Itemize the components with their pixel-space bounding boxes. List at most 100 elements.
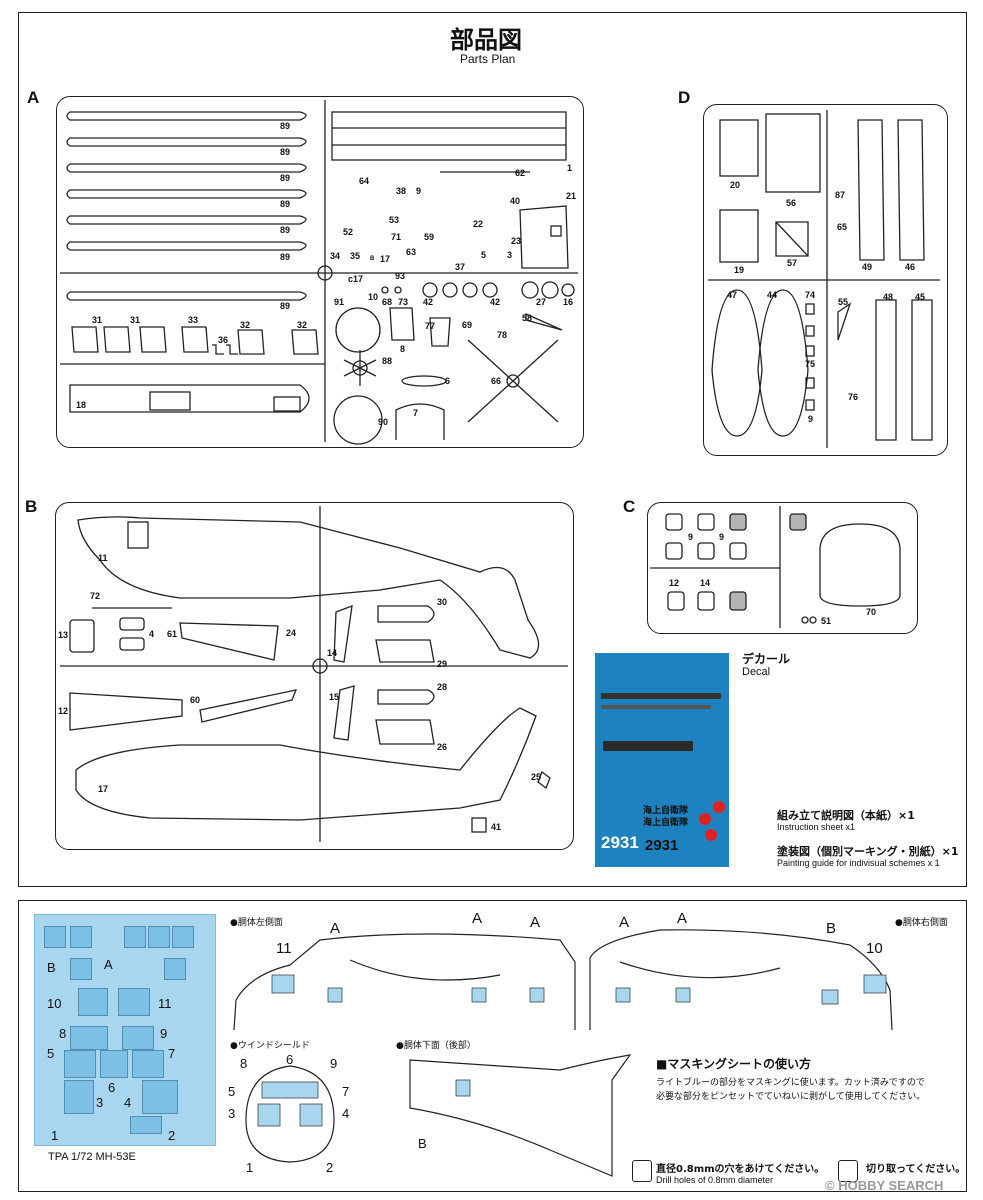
part-label: 89 <box>280 252 291 262</box>
part-label: 60 <box>190 695 201 705</box>
masking-sheet-area <box>34 914 214 1144</box>
part-label: 38 <box>396 186 407 196</box>
windshield-number: 8 <box>240 1056 248 1071</box>
drill-instruction-en: Drill holes of 0.8mm diameter <box>656 1175 774 1185</box>
masking-frame <box>18 900 967 1192</box>
part-label: B <box>370 256 375 262</box>
part-label: 64 <box>359 176 370 186</box>
part-label: 45 <box>915 292 926 302</box>
part-label: 70 <box>866 607 877 617</box>
side-letter: A <box>677 910 688 927</box>
windshield-number: 9 <box>330 1056 338 1071</box>
part-label: 19 <box>734 265 745 275</box>
part-label: 77 <box>425 321 436 331</box>
part-label: 76 <box>848 392 859 402</box>
side-letter: B <box>826 920 837 937</box>
mask-label: A <box>104 957 113 972</box>
part-label: 44 <box>767 290 778 300</box>
part-label: 56 <box>786 198 797 208</box>
part-label: c17 <box>348 274 364 284</box>
mask-label: 11 <box>158 996 172 1011</box>
part-label: 9 <box>719 532 725 542</box>
side-letter: A <box>530 914 541 931</box>
mask-right-side-label: ●胴体右側面 <box>895 918 948 928</box>
part-label: 7 <box>413 408 419 418</box>
side-letter: A <box>472 910 483 927</box>
part-label: 20 <box>730 180 741 190</box>
part-label: 93 <box>395 271 406 281</box>
part-label: 28 <box>437 682 448 692</box>
decal-number: 2931 <box>645 837 679 854</box>
parts-plan-frame <box>18 12 967 887</box>
mask-label: 9 <box>160 1026 168 1041</box>
mask-label: 3 <box>96 1095 104 1110</box>
watermark: © HOBBY SEARCH <box>825 1178 944 1193</box>
content-item-en: Painting guide for indivisual schemes x … <box>777 858 940 868</box>
cut-icon <box>838 1160 858 1182</box>
howto-text: 必要な部分をピンセットでていねいに剥がして使用してください。 <box>656 1092 926 1102</box>
part-label: 24 <box>286 628 297 638</box>
part-label: 17 <box>98 784 109 794</box>
mask-underside-label: ●胴体下面（後部） <box>396 1041 476 1051</box>
side-letter: 11 <box>276 940 292 957</box>
part-label: 23 <box>511 236 522 246</box>
part-label: 47 <box>727 290 738 300</box>
part-label: 3 <box>507 250 513 260</box>
part-label: 89 <box>280 121 291 131</box>
mask-left-side-label: ●胴体左側面 <box>230 918 283 928</box>
part-label: 18 <box>76 400 87 410</box>
part-label: 35 <box>350 251 361 261</box>
part-label: 89 <box>280 147 291 157</box>
part-label: 52 <box>343 227 354 237</box>
page-title: 部品図 <box>450 26 522 54</box>
section-c-label: C <box>623 497 636 516</box>
part-label: 42 <box>423 297 434 307</box>
mask-label: 7 <box>168 1046 176 1061</box>
part-label: 88 <box>382 356 393 366</box>
part-label: 9 <box>808 414 814 424</box>
content-item-jp: 組み立て説明図（本紙）×1 <box>777 809 915 822</box>
decal-title: デカール <box>742 652 791 666</box>
mask-label: 1 <box>51 1128 59 1143</box>
part-label: 31 <box>130 315 141 325</box>
part-label: 57 <box>787 258 798 268</box>
drill-icon <box>632 1160 652 1182</box>
howto-title: ■マスキングシートの使い方 <box>656 1057 811 1071</box>
decal-text: 海上自衛隊 <box>643 818 689 828</box>
part-label: 5 <box>481 250 487 260</box>
part-label: 55 <box>838 297 849 307</box>
part-label: 66 <box>491 376 502 386</box>
decal-subtitle: Decal <box>742 666 771 678</box>
part-label: 9 <box>688 532 694 542</box>
part-label: 46 <box>905 262 916 272</box>
part-label: 69 <box>462 320 473 330</box>
part-label: 14 <box>327 648 338 658</box>
part-label: 73 <box>398 297 409 307</box>
decal-text: 海上自衛隊 <box>643 806 689 816</box>
part-label: 42 <box>490 297 501 307</box>
mask-brand: TPA 1/72 MH-53E <box>48 1151 136 1163</box>
part-label: 13 <box>58 630 69 640</box>
mask-windshield-label: ●ウインドシールド <box>230 1041 310 1051</box>
windshield-number: 7 <box>342 1084 350 1099</box>
windshield-number: 5 <box>228 1084 236 1099</box>
drill-instruction: 直径0.8mmの穴をあけてください。 <box>656 1164 825 1175</box>
content-item-en: Instruction sheet x1 <box>777 822 856 832</box>
runner-a <box>56 96 584 448</box>
underside-letter: B <box>418 1136 427 1151</box>
part-label: 33 <box>188 315 199 325</box>
part-label: 89 <box>280 199 291 209</box>
windshield-number: 4 <box>342 1106 350 1121</box>
part-label: 8 <box>400 344 406 354</box>
part-label: 61 <box>167 629 178 639</box>
part-label: 58 <box>522 313 533 323</box>
part-label: 31 <box>92 315 103 325</box>
part-label: 26 <box>437 742 448 752</box>
part-label: 30 <box>437 597 448 607</box>
decal-sheet: 海上自衛隊 海上自衛隊 2931 2931 <box>595 653 729 867</box>
mask-label: 6 <box>108 1080 116 1095</box>
part-label: 48 <box>883 292 894 302</box>
part-label: 10 <box>368 292 379 302</box>
part-label: 27 <box>536 297 547 307</box>
